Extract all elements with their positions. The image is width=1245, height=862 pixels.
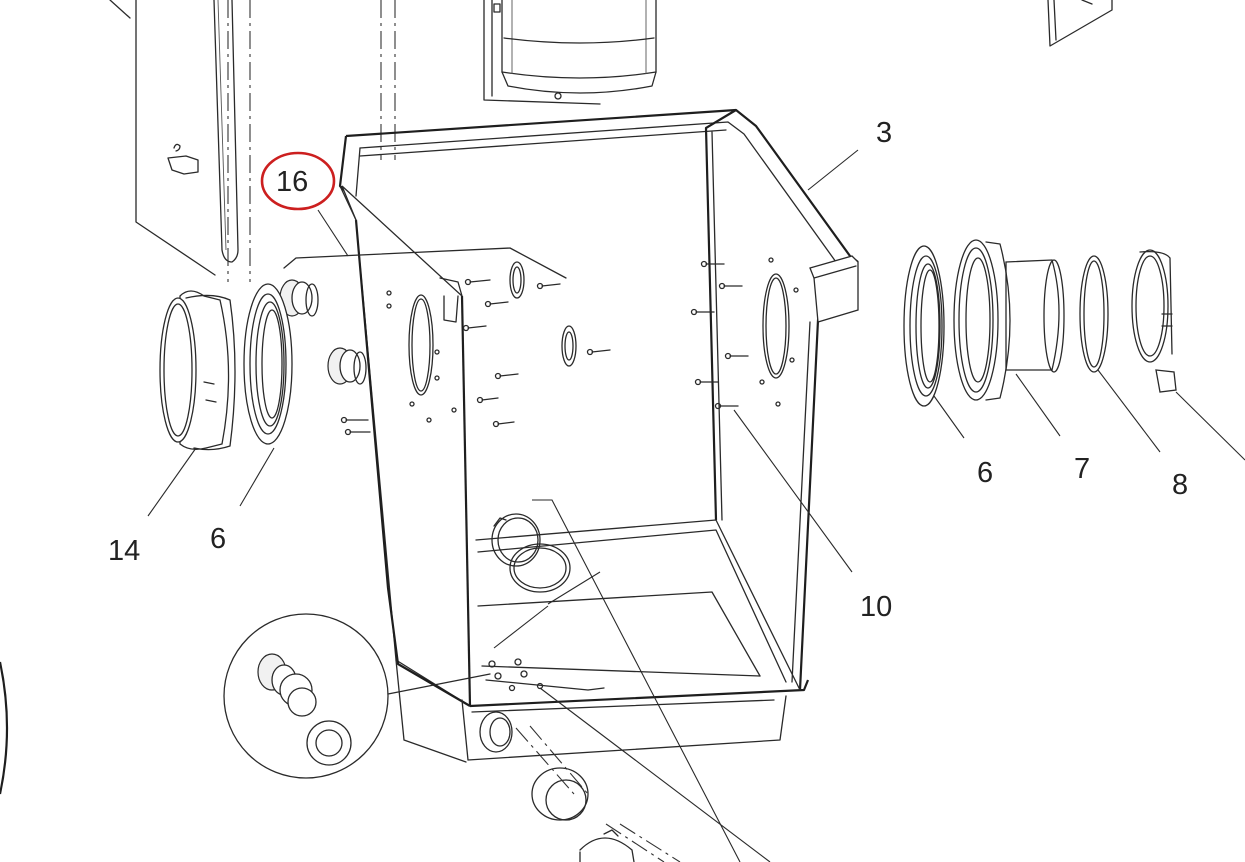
bottom-drain-parts xyxy=(479,711,681,862)
leader-16 xyxy=(317,209,349,257)
leader-8 xyxy=(1097,369,1161,453)
spring-rings xyxy=(491,513,571,593)
leader-6-left xyxy=(239,447,275,507)
callout-labels: 3 6 7 8 10 14 6 16 xyxy=(108,117,1188,623)
callout-8: 8 xyxy=(1172,469,1188,501)
wall-grommets xyxy=(509,261,577,367)
plug-upper xyxy=(279,279,319,317)
highlight-circle xyxy=(260,151,336,211)
tank-body xyxy=(338,108,859,763)
screws xyxy=(340,260,749,436)
leader-center xyxy=(532,499,741,862)
leader-14 xyxy=(147,447,197,517)
callout-16: 16 xyxy=(276,166,308,198)
leader-6-right xyxy=(933,395,965,439)
detail-view xyxy=(223,613,491,779)
leader-10 xyxy=(733,409,853,573)
callout-14: 14 xyxy=(108,535,140,567)
housing-panel-fragment xyxy=(109,0,239,276)
right-flange xyxy=(903,245,945,407)
adapter-reducer xyxy=(953,239,1065,401)
leader-ring2 xyxy=(547,571,601,605)
leader-drain xyxy=(539,687,771,862)
o-ring xyxy=(1079,255,1109,373)
top-right-bracket xyxy=(1047,0,1113,47)
callout-7: 7 xyxy=(1074,453,1090,485)
plug-lower xyxy=(327,347,367,385)
hose-clamp xyxy=(1131,249,1177,393)
callout-3: 3 xyxy=(876,117,892,149)
leader-clamp xyxy=(1175,391,1245,461)
leader-3 xyxy=(807,149,859,191)
leader-lines xyxy=(147,149,1245,862)
callout-10: 10 xyxy=(860,591,892,623)
wall-bracket-outline xyxy=(283,247,567,279)
leader-7 xyxy=(1015,373,1061,437)
callout-6-right: 6 xyxy=(977,457,993,489)
top-cylinder xyxy=(483,0,657,105)
left-edge-arc xyxy=(0,661,9,795)
left-adapter-collar xyxy=(159,290,236,451)
left-flange xyxy=(243,283,293,445)
leader-ring xyxy=(493,605,549,649)
callout-6-left: 6 xyxy=(210,523,226,555)
